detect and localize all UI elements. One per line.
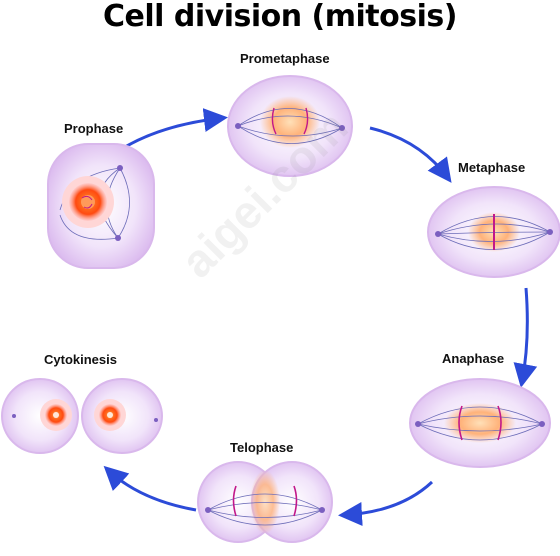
prophase-cell bbox=[47, 143, 155, 269]
label-anaphase: Anaphase bbox=[442, 351, 505, 366]
cycle-arrows bbox=[103, 108, 538, 527]
arrow-telophase-to-cytokinesis bbox=[103, 465, 197, 512]
telophase-cell bbox=[197, 461, 333, 543]
label-metaphase: Metaphase bbox=[458, 160, 526, 175]
diagram-title: Cell division (mitosis) bbox=[103, 0, 457, 34]
prometaphase-cell bbox=[227, 75, 353, 177]
label-telophase: Telophase bbox=[230, 440, 294, 455]
anaphase-cell bbox=[409, 378, 551, 468]
arrow-prometaphase-to-metaphase bbox=[369, 126, 452, 183]
cytokinesis-cells bbox=[1, 378, 163, 454]
label-prophase: Prophase bbox=[64, 121, 124, 136]
label-cytokinesis: Cytokinesis bbox=[44, 352, 117, 367]
arrow-metaphase-to-anaphase bbox=[513, 287, 538, 388]
arrow-prophase-to-prometaphase bbox=[119, 108, 228, 152]
metaphase-cell bbox=[427, 186, 560, 278]
arrow-anaphase-to-telophase bbox=[338, 480, 434, 527]
label-prometaphase: Prometaphase bbox=[240, 51, 330, 66]
